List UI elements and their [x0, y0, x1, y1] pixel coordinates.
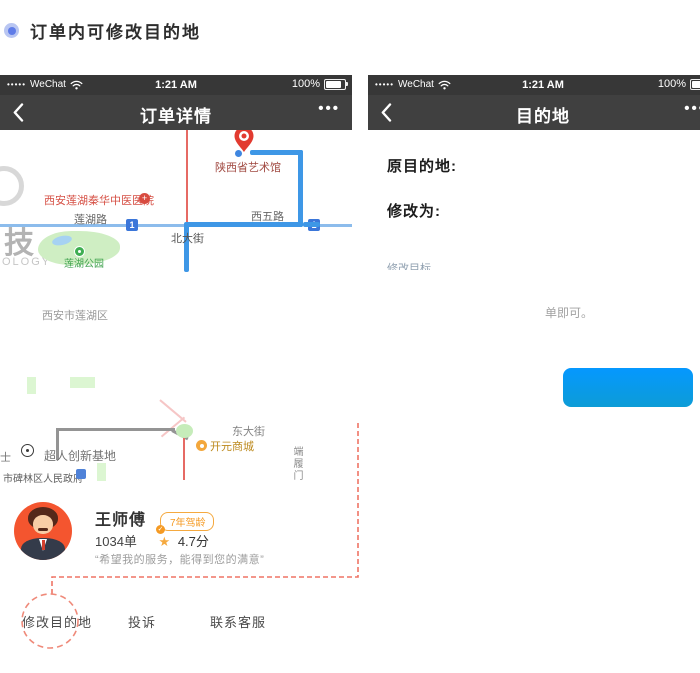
driver-name: 王师傅	[95, 512, 147, 529]
mall-icon	[196, 440, 207, 451]
battery-percent-label: 100%	[291, 78, 320, 90]
clipped-text-line: 修改目标	[387, 263, 431, 270]
destination-poi-label: 陕西省艺术馆	[215, 162, 281, 174]
chevron-left-icon	[381, 103, 392, 122]
green-semicircle	[176, 424, 193, 438]
modify-to-label: 修改为:	[387, 203, 441, 220]
road-beida-label: 北大街	[171, 233, 204, 245]
green-patch-a	[27, 377, 36, 394]
carrier-label: WeChat	[398, 79, 434, 90]
map-canvas[interactable]: 技 OLOGY 1 1 陕西省艺术馆 西安莲湖秦华中医医院	[0, 130, 352, 495]
hospital-icon	[139, 193, 150, 204]
government-icon	[76, 469, 86, 479]
bullet-icon	[4, 23, 19, 38]
driver-stats: 1034单 ★ 4.7分	[95, 531, 209, 550]
green-patch-b	[70, 377, 95, 388]
map-watermark-cn: 技	[4, 227, 34, 260]
page-title: 订单详情	[140, 107, 212, 126]
driver-avatar	[14, 502, 72, 560]
avatar-mustache	[38, 528, 48, 531]
park-icon	[74, 246, 85, 257]
carrier-info: ••••• WeChat	[375, 79, 451, 90]
road-dongda-label: 东大街	[232, 426, 265, 438]
contact-support-button[interactable]: 联系客服	[210, 615, 267, 630]
pin-base-dot	[234, 149, 243, 158]
destination-phone: ••••• WeChat 1:21 AM 100%	[368, 75, 700, 425]
back-button[interactable]	[13, 103, 24, 127]
driver-orders: 1034单	[95, 534, 137, 549]
government-label: 市碑林区人民政府	[3, 474, 83, 485]
road-red-north	[186, 130, 188, 225]
clock-label: 1:21 AM	[155, 79, 197, 91]
carrier-label: WeChat	[30, 79, 66, 90]
map-circle-decoration	[0, 166, 24, 206]
road-lianhu-line2	[138, 224, 186, 227]
road-lianhu-label: 莲湖路	[74, 214, 107, 226]
nav-bar: 目的地 •••	[368, 95, 700, 130]
partial-poi-label: 士	[0, 452, 11, 464]
route-segment-ext	[303, 222, 320, 227]
star-icon: ★	[158, 534, 171, 549]
chaoren-base-label: 超人创新基地	[44, 449, 117, 463]
road-xiwu-line	[320, 224, 352, 227]
page-title: 目的地	[516, 107, 570, 126]
nav-bar: 订单详情 •••	[0, 95, 352, 130]
destination-pin-icon	[234, 130, 254, 152]
signal-dots-icon: •••••	[375, 80, 395, 89]
more-menu-button[interactable]: •••	[684, 100, 700, 117]
battery-info: 100%	[658, 78, 700, 90]
driver-experience-badge: 7年驾龄	[156, 512, 214, 534]
park-label: 莲湖公园	[64, 259, 104, 270]
complaint-button[interactable]: 投诉	[128, 615, 157, 630]
avatar-face	[33, 515, 53, 534]
original-destination-label: 原目的地:	[387, 158, 457, 175]
road-xiwu-label: 西五路	[251, 211, 284, 223]
tip-text-fragment: 单即可。	[545, 306, 594, 320]
route-segment-east	[298, 150, 303, 227]
status-bar: ••••• WeChat 1:21 AM 100%	[0, 75, 352, 95]
battery-icon	[690, 78, 700, 90]
wifi-icon	[438, 80, 451, 89]
route-segment-xiwu	[186, 222, 303, 227]
mall-label: 开元商城	[210, 441, 254, 453]
chevron-left-icon	[13, 103, 24, 122]
road-lianhu-line	[0, 224, 126, 227]
wifi-icon	[70, 80, 83, 89]
confirm-button[interactable]	[563, 368, 693, 407]
battery-icon	[324, 78, 348, 90]
hospital-poi-label: 西安莲湖秦华中医医院	[44, 195, 154, 207]
modify-destination-button[interactable]: 修改目的地	[22, 615, 93, 630]
district-label: 西安市莲湖区	[42, 310, 108, 322]
driver-quote: “希望我的服务，能得到您的满意”	[95, 554, 265, 566]
duanlumen-label: 端履门	[291, 446, 302, 482]
status-bar: ••••• WeChat 1:21 AM 100%	[368, 75, 700, 95]
page-heading: 订单内可修改目的地	[4, 18, 201, 43]
clock-label: 1:21 AM	[522, 79, 564, 91]
avatar-tie	[41, 540, 45, 550]
location-target-icon	[21, 444, 34, 457]
driver-rating: 4.7分	[177, 534, 209, 549]
carrier-info: ••••• WeChat	[7, 79, 83, 90]
more-menu-button[interactable]: •••	[318, 100, 340, 117]
road-dark-horiz	[56, 428, 175, 431]
road-red-south	[183, 432, 185, 480]
signal-dots-icon: •••••	[7, 80, 27, 89]
green-patch-c	[97, 463, 106, 481]
page-heading-label: 订单内可修改目的地	[30, 23, 201, 42]
order-detail-phone: ••••• WeChat 1:21 AM 100% 订单详情 •••	[0, 75, 352, 665]
battery-info: 100%	[291, 78, 348, 90]
route-segment-top	[250, 150, 303, 155]
map-watermark-en: OLOGY	[2, 256, 52, 268]
back-button[interactable]	[381, 103, 392, 127]
road-number-badge: 1	[126, 219, 138, 231]
route-segment-beida	[184, 222, 189, 272]
battery-percent-label: 100%	[657, 78, 686, 90]
